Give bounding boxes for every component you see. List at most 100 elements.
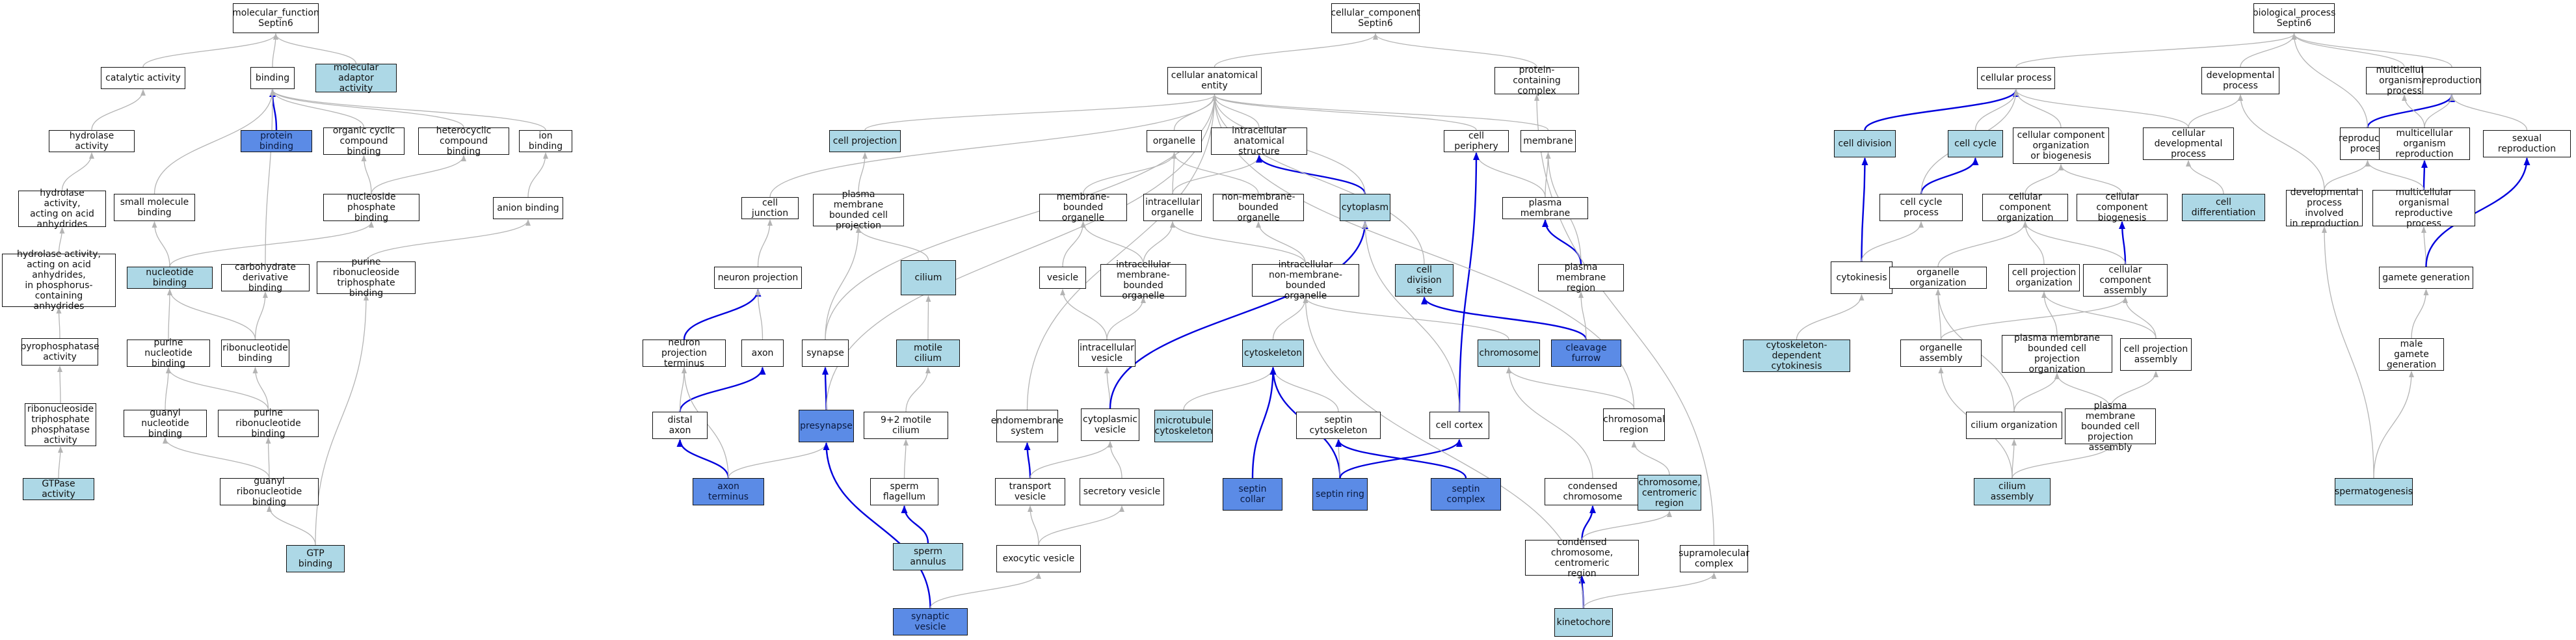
node-ca: cilium assembly <box>1974 478 2051 505</box>
node-label: intracellular vesicle <box>1080 343 1134 364</box>
edge-pmbcpa-to-cpa <box>2110 371 2158 409</box>
edge-gg-to-sexr <box>2425 157 2530 267</box>
edge-pmbcp-to-cproj <box>858 152 868 194</box>
node-label: membrane <box>1523 136 1573 146</box>
node-label: organelle organization <box>1909 267 1967 288</box>
node-label: purine ribonucleotide binding <box>235 408 301 439</box>
node-label: sperm flagellum <box>883 481 926 502</box>
node-label: cellular_component Septin6 <box>1331 8 1420 29</box>
edge-dpr-to-dp <box>2238 94 2325 191</box>
node-label: membrane-bounded organelle <box>1056 192 1110 223</box>
node-sring: septin ring <box>1312 478 1368 511</box>
edge-chrom-to-inmbo <box>1303 297 1509 340</box>
node-grnb: guanyl ribonucleotide binding <box>220 476 319 507</box>
node-anb: anion binding <box>493 197 563 219</box>
edge-aterm-to-presyn <box>728 442 829 479</box>
node-label: sexual reproduction <box>2497 133 2556 154</box>
edge-ntb-to-npb <box>169 221 374 267</box>
node-label: small molecule binding <box>120 197 189 218</box>
node-ntb: nucleotide binding <box>127 267 213 289</box>
node-cdiff: cell differentiation <box>2182 194 2265 221</box>
edge-sperm-to-dpr <box>2322 226 2374 479</box>
edge-ccr-to-chr <box>1631 441 1670 475</box>
node-label: sperm annulus <box>910 546 946 567</box>
node-ccp: cell cycle process <box>1879 194 1963 221</box>
node-oo: organelle organization <box>1889 267 1987 289</box>
node-bind: binding <box>250 67 295 89</box>
edge-mtc-to-csk <box>1183 367 1276 410</box>
node-cds: cell division site <box>1395 264 1454 297</box>
edge-tv-to-cpv <box>1029 441 1113 479</box>
edge-cca-to-cco <box>2023 221 2126 265</box>
edge-csk-to-inmbo <box>1272 297 1308 340</box>
node-label: organic cyclic compound binding <box>332 126 395 157</box>
edge-condc-to-chrom <box>1506 367 1593 479</box>
edge-ca-to-pmbcpa <box>2012 444 2113 479</box>
node-label: septin cytoskeleton <box>1309 415 1368 436</box>
edge-grnb-to-gnb <box>163 437 270 479</box>
node-mbo: membrane-bounded organelle <box>1039 192 1127 223</box>
node-memb: membrane <box>1520 130 1576 152</box>
node-label: binding <box>255 73 290 83</box>
node-label: gamete generation <box>2382 273 2470 283</box>
edge-ccor-to-cper <box>1458 152 1480 412</box>
node-gtpb: GTP binding <box>286 545 345 572</box>
node-smb: small molecule binding <box>114 194 195 221</box>
node-axon: axon <box>741 340 784 367</box>
edge-cp-to-bp <box>2015 33 2297 68</box>
edge-csdc-to-cytok <box>1796 294 1865 340</box>
edge-cfur-to-pmr <box>1578 291 1587 340</box>
node-label: catalytic activity <box>105 73 181 83</box>
edge-iv-to-ves <box>1060 289 1108 340</box>
edge-morp-to-rp <box>2365 160 2424 191</box>
edge-ccb-to-ccob <box>2058 164 2123 194</box>
node-ias: intracellular anatomical structure <box>1211 126 1307 157</box>
node-ionb: ion binding <box>519 130 572 152</box>
edge-cilium-to-pmbcp <box>856 226 929 261</box>
node-cpv: cytoplasmic vesicle <box>1081 408 1139 441</box>
node-label: motile cilium <box>913 343 943 364</box>
node-label: cell division <box>1838 139 1892 149</box>
edge-cpa-to-cca <box>2123 297 2157 339</box>
edge-tv-to-ems <box>1024 442 1031 479</box>
node-gnb: guanyl nucleotide binding <box>124 408 207 439</box>
node-pmbcpo: plasma membrane bounded cell projection … <box>2002 333 2112 375</box>
edge-exv-to-sv <box>1038 505 1124 546</box>
node-label: developmental process <box>2206 70 2275 91</box>
node-occ: organic cyclic compound binding <box>323 126 405 157</box>
edge-exv-to-tv <box>1028 505 1039 546</box>
node-label: intracellular organelle <box>1145 197 1200 218</box>
edge-cytok-to-ccp <box>1861 221 1924 262</box>
node-label: secretory vesicle <box>1083 487 1161 497</box>
node-label: vesicle <box>1046 273 1079 283</box>
edge-scol-to-csk <box>1251 367 1277 479</box>
node-label: reproduction <box>2423 75 2481 86</box>
node-label: transport vesicle <box>1009 481 1052 502</box>
edge-sexr-to-repro <box>2449 94 2528 131</box>
node-label: condensed chromosome <box>1563 481 1623 502</box>
node-cdiv: cell division <box>1834 130 1896 157</box>
edge-aterm-to-daxon <box>676 439 730 479</box>
edge-np-to-cj <box>757 219 773 267</box>
edge-smc-to-pcc <box>1534 94 1715 546</box>
node-cca: cellular component assembly <box>2083 264 2168 297</box>
node-ccr: chromosome, centromeric region <box>1638 475 1701 511</box>
edge-presyn-to-cae <box>825 94 1217 410</box>
edge-cyto-to-ias <box>1256 155 1366 194</box>
node-label: cleavage furrow <box>1565 343 1607 364</box>
node-ccob: cellular component organization or bioge… <box>2013 127 2109 164</box>
node-scol: septin collar <box>1223 478 1282 511</box>
node-sepcs: septin cytoskeleton <box>1296 412 1381 439</box>
node-label: ribonucleoside triphosphate phosphatase … <box>27 404 94 446</box>
edge-ionb-to-bind <box>270 89 546 131</box>
edge-occ-to-bind <box>270 89 365 128</box>
node-cilium: cilium <box>901 260 956 295</box>
node-label: guanyl ribonucleotide binding <box>236 476 302 507</box>
node-label: neuron projection <box>717 273 799 283</box>
edge-hcc-to-bind <box>270 89 464 128</box>
node-scomp: septin complex <box>1431 478 1501 511</box>
node-cdp: cellular developmental process <box>2143 127 2234 160</box>
node-condc: condensed chromosome <box>1545 478 1641 505</box>
node-label: developmental process involved in reprod… <box>2289 187 2359 229</box>
